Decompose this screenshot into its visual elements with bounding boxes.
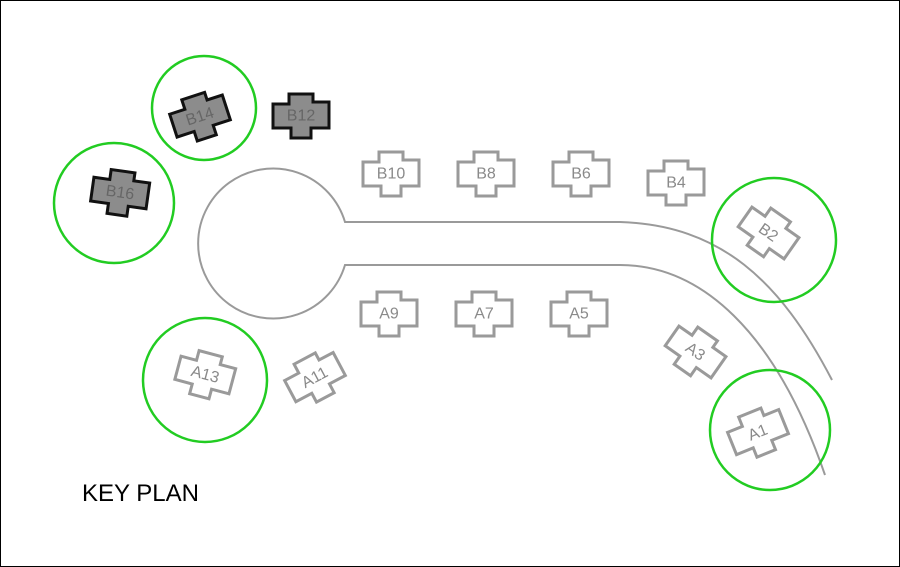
unit-b2[interactable]: B2 — [732, 199, 803, 267]
unit-footprint — [173, 348, 238, 401]
unit-footprint — [456, 150, 516, 198]
unit-b10[interactable]: B10 — [361, 150, 421, 198]
unit-footprint — [361, 150, 421, 198]
unit-label: A7 — [474, 306, 494, 323]
unit-a3[interactable]: A3 — [659, 318, 730, 386]
unit-label: A9 — [379, 306, 399, 323]
highlight-ring-b14 — [150, 54, 258, 162]
unit-label: B12 — [287, 108, 316, 125]
unit-footprint — [551, 150, 611, 198]
highlight-ring-b16 — [52, 141, 176, 265]
unit-footprint — [271, 92, 331, 140]
unit-footprint — [454, 290, 514, 338]
unit-label: B16 — [105, 183, 136, 204]
unit-a13[interactable]: A13 — [172, 347, 238, 404]
highlight-ring-a1 — [708, 368, 832, 492]
unit-a7[interactable]: A7 — [454, 290, 514, 338]
unit-footprint — [88, 167, 152, 218]
key-plan-title: KEY PLAN — [82, 480, 199, 507]
unit-label: B8 — [476, 166, 496, 183]
unit-b8[interactable]: B8 — [456, 150, 516, 198]
unit-footprint — [282, 350, 348, 405]
highlight-ring-a13 — [141, 316, 269, 444]
unit-a11[interactable]: A11 — [280, 345, 350, 410]
unit-footprint — [725, 406, 791, 460]
unit-footprint — [549, 290, 609, 338]
unit-label: A13 — [189, 363, 221, 387]
cul-de-sac-road-upper — [197, 167, 833, 476]
unit-footprint — [663, 324, 729, 380]
unit-footprint — [167, 90, 233, 143]
unit-b4[interactable]: B4 — [646, 159, 706, 207]
unit-a1[interactable]: A1 — [724, 402, 792, 464]
highlight-ring-b2 — [710, 176, 838, 304]
unit-b16[interactable]: B16 — [88, 167, 152, 218]
unit-label: A1 — [746, 421, 771, 444]
unit-a9[interactable]: A9 — [359, 290, 419, 338]
unit-label: B6 — [571, 166, 591, 183]
unit-b12[interactable]: B12 — [271, 92, 331, 140]
unit-b14[interactable]: B14 — [167, 87, 234, 146]
unit-label: B4 — [666, 175, 686, 192]
unit-footprint — [736, 205, 802, 261]
unit-footprint — [359, 290, 419, 338]
unit-label: A5 — [569, 306, 589, 323]
unit-label: B10 — [377, 166, 406, 183]
unit-footprint — [646, 159, 706, 207]
unit-b6[interactable]: B6 — [551, 150, 611, 198]
unit-a5[interactable]: A5 — [549, 290, 609, 338]
